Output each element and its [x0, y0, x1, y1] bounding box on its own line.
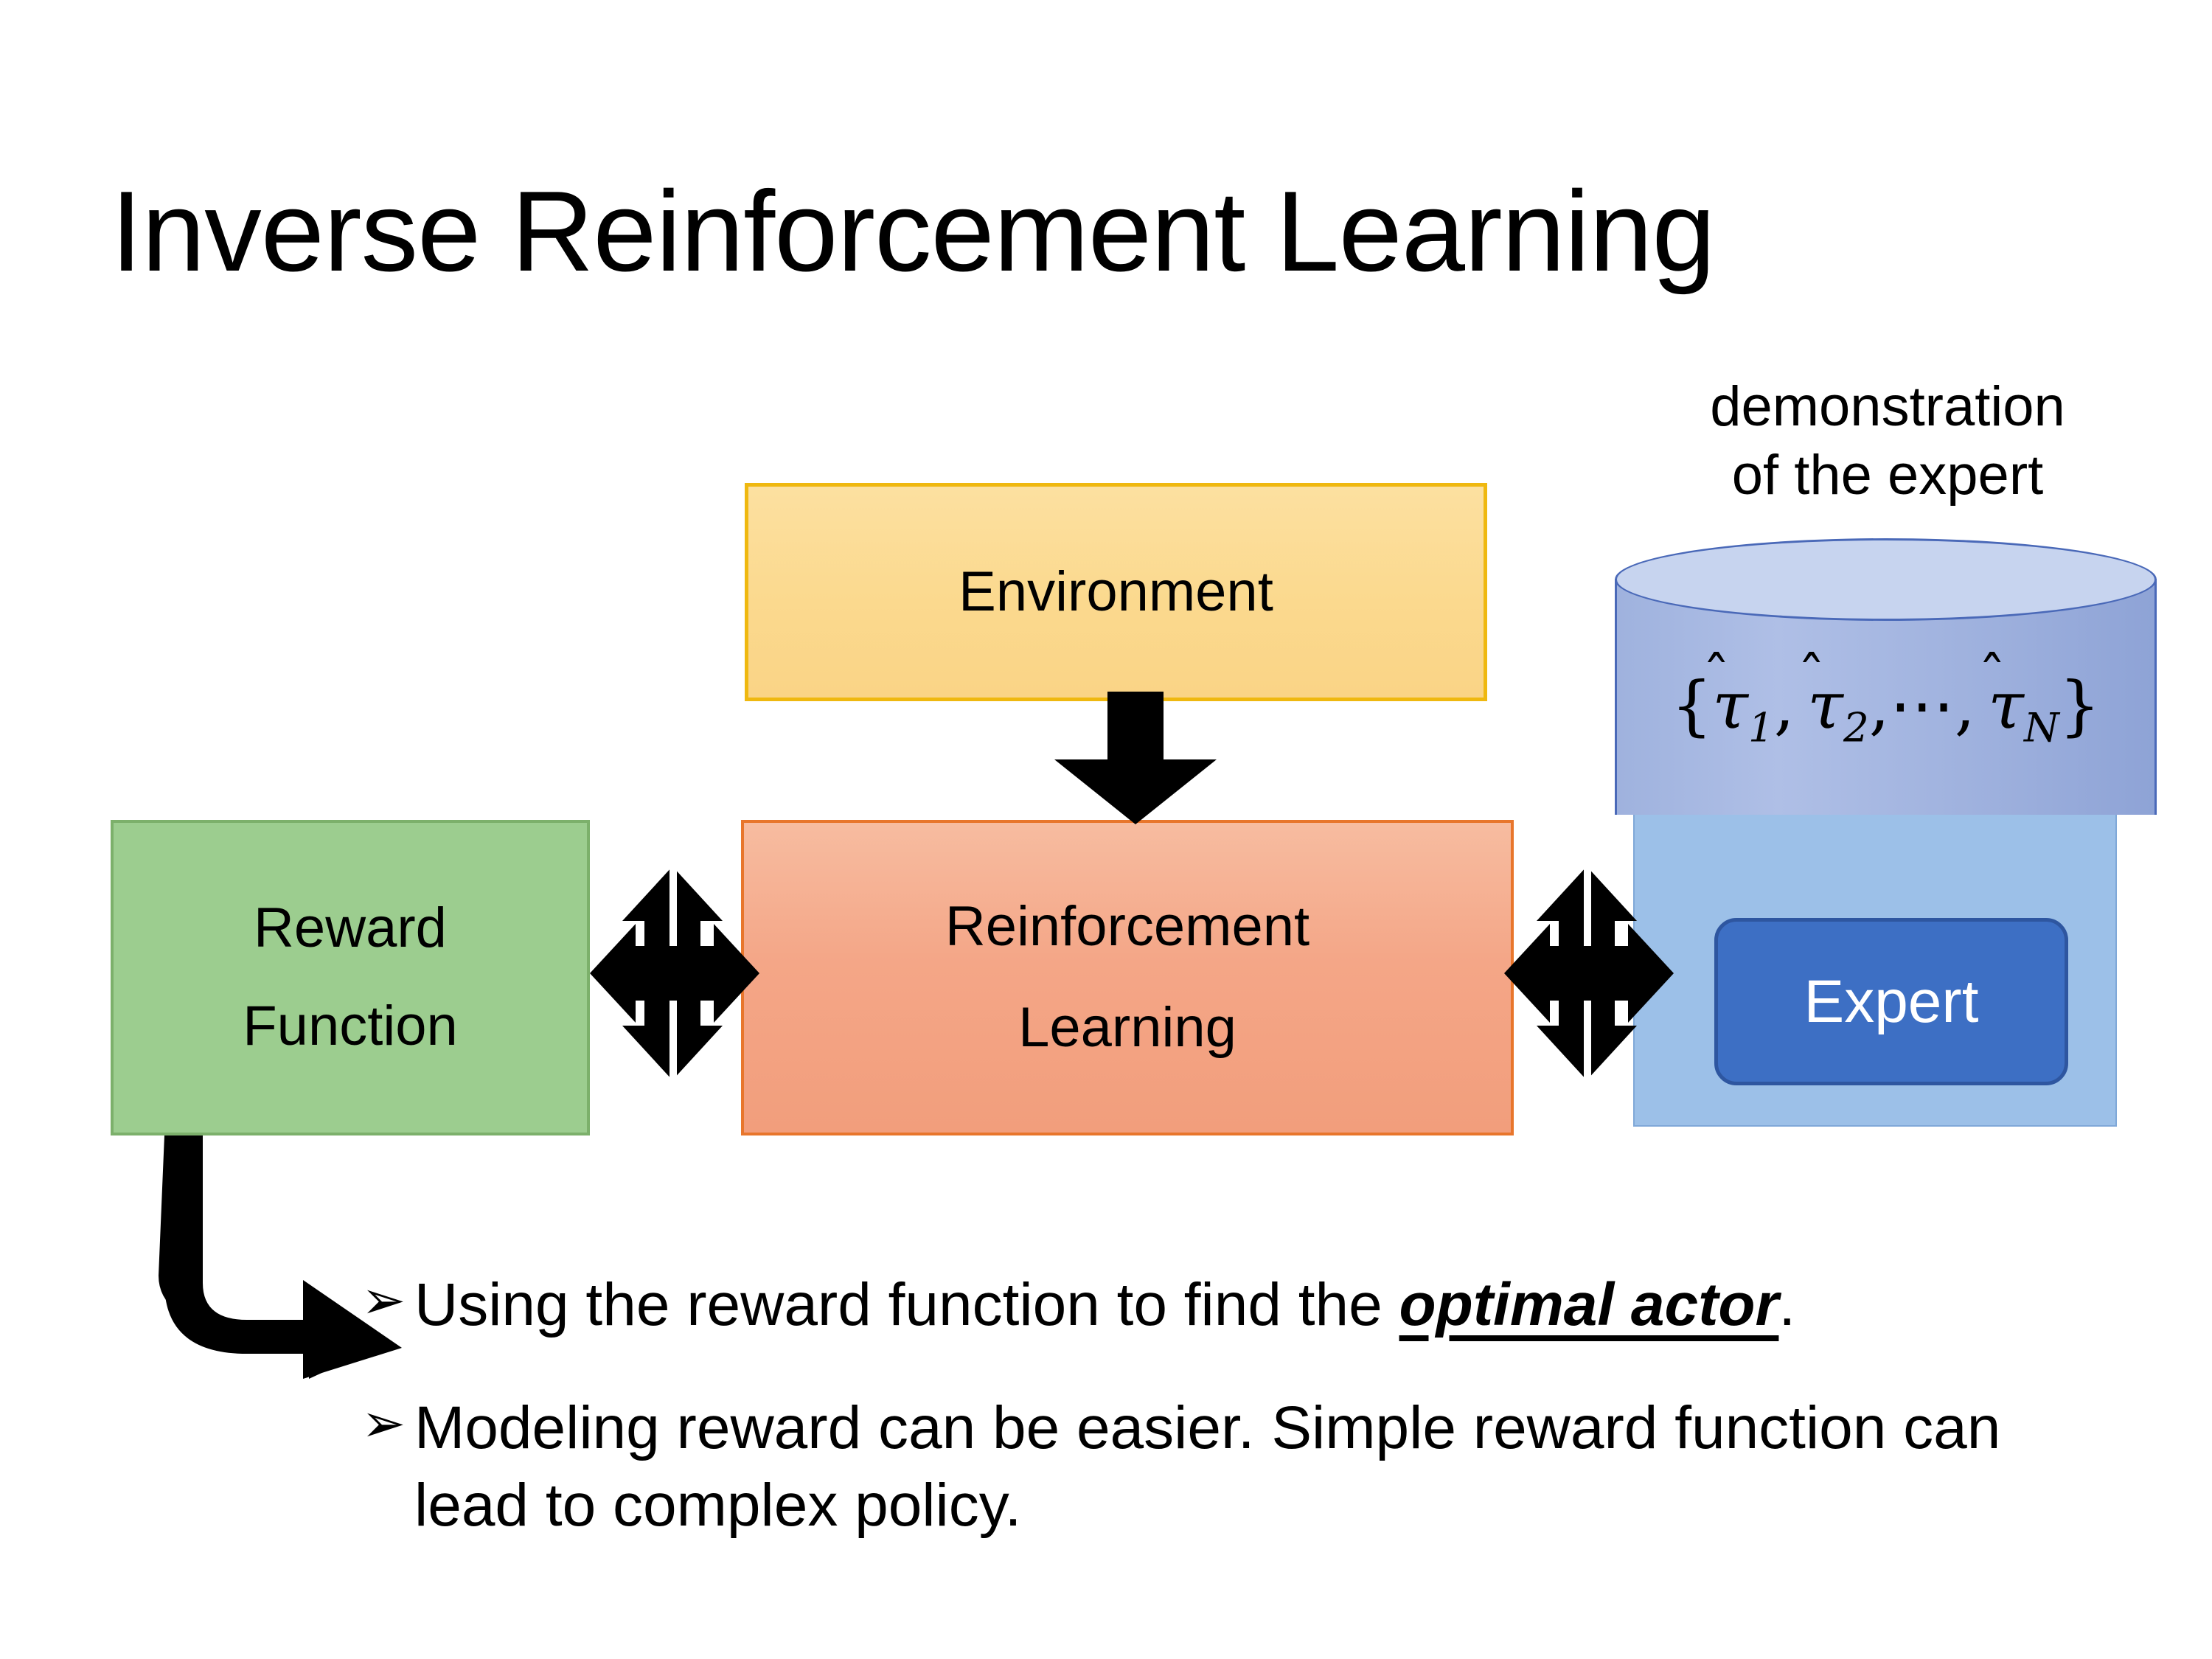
- formula-comma-3: ,: [1954, 667, 1975, 743]
- tau-symbol-2: τ: [1807, 667, 1843, 743]
- formula-open-brace: {: [1671, 667, 1713, 743]
- list-item: ➢ Modeling reward can be easier. Simple …: [361, 1390, 2131, 1545]
- formula-comma-2: ,: [1868, 667, 1890, 743]
- tau-subscript-n: N: [2023, 703, 2059, 751]
- bullet-1-emphasis: optimal actor: [1399, 1271, 1779, 1338]
- list-item: ➢ Using the reward function to find the …: [361, 1267, 2131, 1344]
- expert-box[interactable]: Expert: [1714, 918, 2068, 1085]
- demonstration-caption: demonstration of the expert: [1615, 372, 2160, 510]
- tau-subscript-1: 1: [1748, 703, 1774, 751]
- bullet-1-prefix: Using the reward function to find the: [414, 1271, 1399, 1338]
- bullet-text-1: Using the reward function to find the op…: [414, 1267, 2131, 1344]
- rl-label-line1: Reinforcement: [945, 895, 1310, 959]
- formula-close-brace: }: [2059, 667, 2101, 743]
- formula-ellipsis: ⋯: [1889, 667, 1955, 743]
- tau-subscript-2: 2: [1843, 703, 1869, 751]
- bullet-text-2: Modeling reward can be easier. Simple re…: [414, 1390, 2131, 1545]
- demonstration-caption-line2: of the expert: [1731, 444, 2044, 507]
- elbow-arrow-icon: [159, 1135, 402, 1379]
- trajectory-set-formula: {̂τ1, ̂τ2,⋯, ̂τN}: [1615, 667, 2157, 751]
- formula-comma-1: ,: [1773, 667, 1795, 743]
- tau-hat-1: ̂τ: [1712, 667, 1748, 743]
- quad-arrow-icon: [1504, 866, 1674, 1080]
- page-title: Inverse Reinforcement Learning: [111, 167, 1716, 295]
- bullet-marker-icon: ➢: [361, 1394, 406, 1453]
- tau-hat-2: ̂τ: [1807, 667, 1843, 743]
- bullet-list: ➢ Using the reward function to find the …: [361, 1267, 2131, 1545]
- demonstration-cylinder: {̂τ1, ̂τ2,⋯, ̂τN}: [1615, 538, 2157, 855]
- cylinder-top-ellipse: [1615, 538, 2157, 621]
- tau-hat-n: ̂τ: [1988, 667, 2024, 743]
- environment-box[interactable]: Environment: [745, 483, 1487, 701]
- quad-arrow-icon: [590, 866, 759, 1080]
- demonstration-caption-line1: demonstration: [1710, 375, 2065, 438]
- reinforcement-learning-box[interactable]: Reinforcement Learning: [741, 820, 1514, 1135]
- reward-label-line2: Function: [243, 995, 458, 1057]
- reward-label-line1: Reward: [254, 897, 447, 960]
- tau-symbol-1: τ: [1712, 667, 1749, 743]
- down-arrow-icon: [1054, 692, 1217, 824]
- bullet-marker-icon: ➢: [361, 1271, 406, 1330]
- reward-function-box[interactable]: Reward Function: [111, 820, 590, 1135]
- bullet-2-prefix: Modeling reward can be easier. Simple re…: [414, 1394, 2001, 1539]
- tau-symbol-n: τ: [1988, 667, 2024, 743]
- bullet-1-suffix: .: [1778, 1271, 1796, 1338]
- rl-label-line2: Learning: [1018, 996, 1237, 1059]
